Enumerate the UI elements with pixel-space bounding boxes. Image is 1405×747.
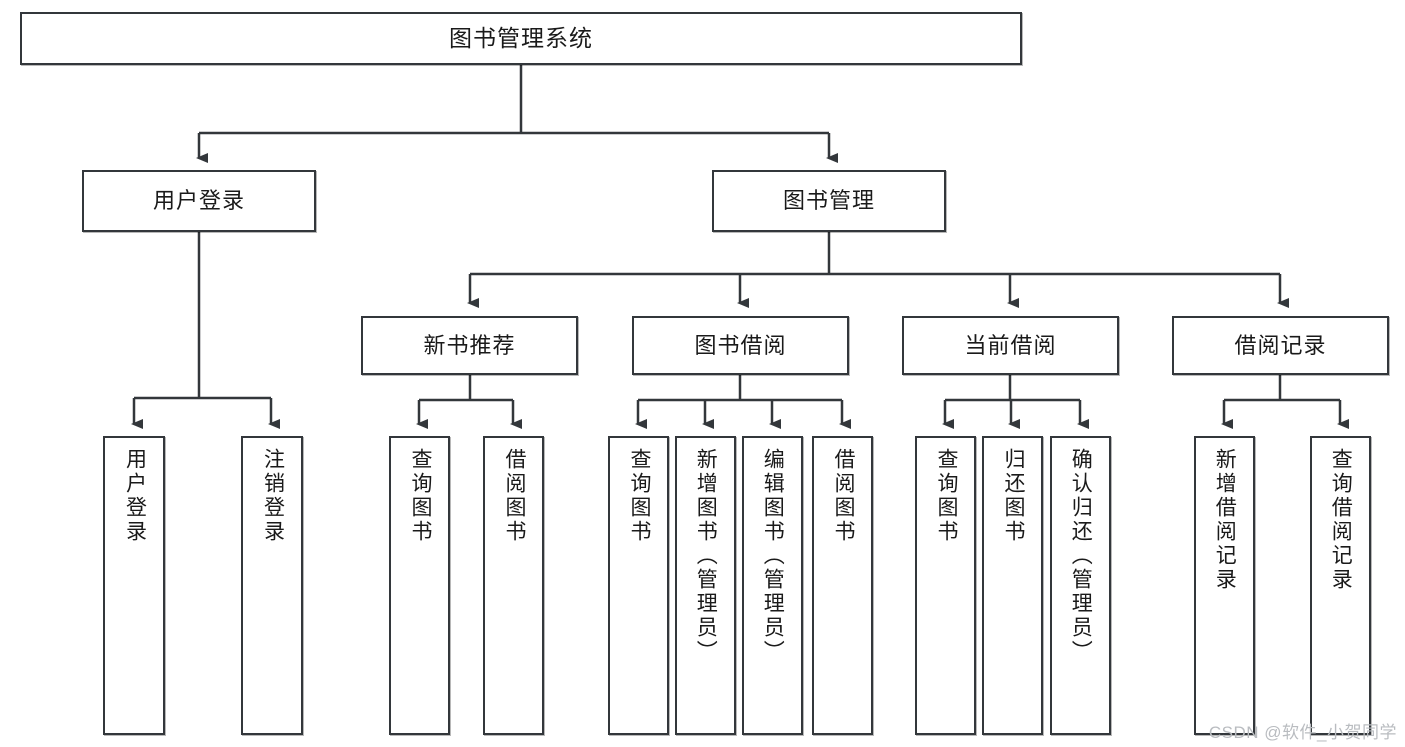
node-user-login[interactable]: 用户登录: [82, 170, 316, 232]
node-label: 查询图书: [408, 448, 432, 544]
node-leaf-add-record[interactable]: 新增借阅记录: [1194, 436, 1255, 735]
node-label: 编辑图书（管理员）: [761, 448, 785, 664]
node-label: 用户登录: [123, 448, 147, 544]
node-label: 新书推荐: [423, 332, 516, 358]
node-leaf-query-book-1[interactable]: 查询图书: [389, 436, 450, 735]
node-leaf-query-record[interactable]: 查询借阅记录: [1310, 436, 1371, 735]
node-borrow-record[interactable]: 借阅记录: [1172, 316, 1389, 375]
node-leaf-edit-book[interactable]: 编辑图书（管理员）: [742, 436, 803, 735]
node-label: 新增图书（管理员）: [694, 448, 718, 664]
node-label: 确认归还（管理员）: [1069, 448, 1093, 664]
node-leaf-user-login[interactable]: 用户登录: [103, 436, 165, 735]
node-label: 当前借阅: [964, 332, 1057, 358]
node-leaf-query-book-3[interactable]: 查询图书: [915, 436, 976, 735]
node-leaf-return-book[interactable]: 归还图书: [982, 436, 1043, 735]
node-label: 查询图书: [934, 448, 958, 544]
node-book-borrow[interactable]: 图书借阅: [632, 316, 849, 375]
watermark-text: CSDN @软件_小贺同学: [1208, 723, 1397, 742]
node-leaf-logout-login[interactable]: 注销登录: [241, 436, 303, 735]
node-label: 查询借阅记录: [1329, 448, 1353, 592]
node-book-management[interactable]: 图书管理: [712, 170, 946, 232]
node-label: 图书借阅: [694, 332, 787, 358]
node-label: 用户登录: [152, 188, 245, 214]
node-new-book-recommend[interactable]: 新书推荐: [361, 316, 578, 375]
node-label: 查询图书: [627, 448, 651, 544]
node-current-borrow[interactable]: 当前借阅: [902, 316, 1119, 375]
node-leaf-borrow-book-2[interactable]: 借阅图书: [812, 436, 873, 735]
node-label: 图书管理: [782, 188, 875, 214]
node-label: 归还图书: [1001, 448, 1025, 544]
node-label: 新增借阅记录: [1213, 448, 1237, 592]
node-label: 图书管理系统: [449, 24, 593, 51]
node-root-system[interactable]: 图书管理系统: [20, 12, 1022, 65]
node-label: 注销登录: [261, 448, 285, 544]
node-leaf-add-book[interactable]: 新增图书（管理员）: [675, 436, 736, 735]
node-leaf-confirm-return[interactable]: 确认归还（管理员）: [1050, 436, 1111, 735]
node-label: 借阅记录: [1234, 332, 1327, 358]
node-label: 借阅图书: [502, 448, 526, 544]
node-label: 借阅图书: [831, 448, 855, 544]
node-leaf-query-book-2[interactable]: 查询图书: [608, 436, 669, 735]
node-leaf-borrow-book-1[interactable]: 借阅图书: [483, 436, 544, 735]
